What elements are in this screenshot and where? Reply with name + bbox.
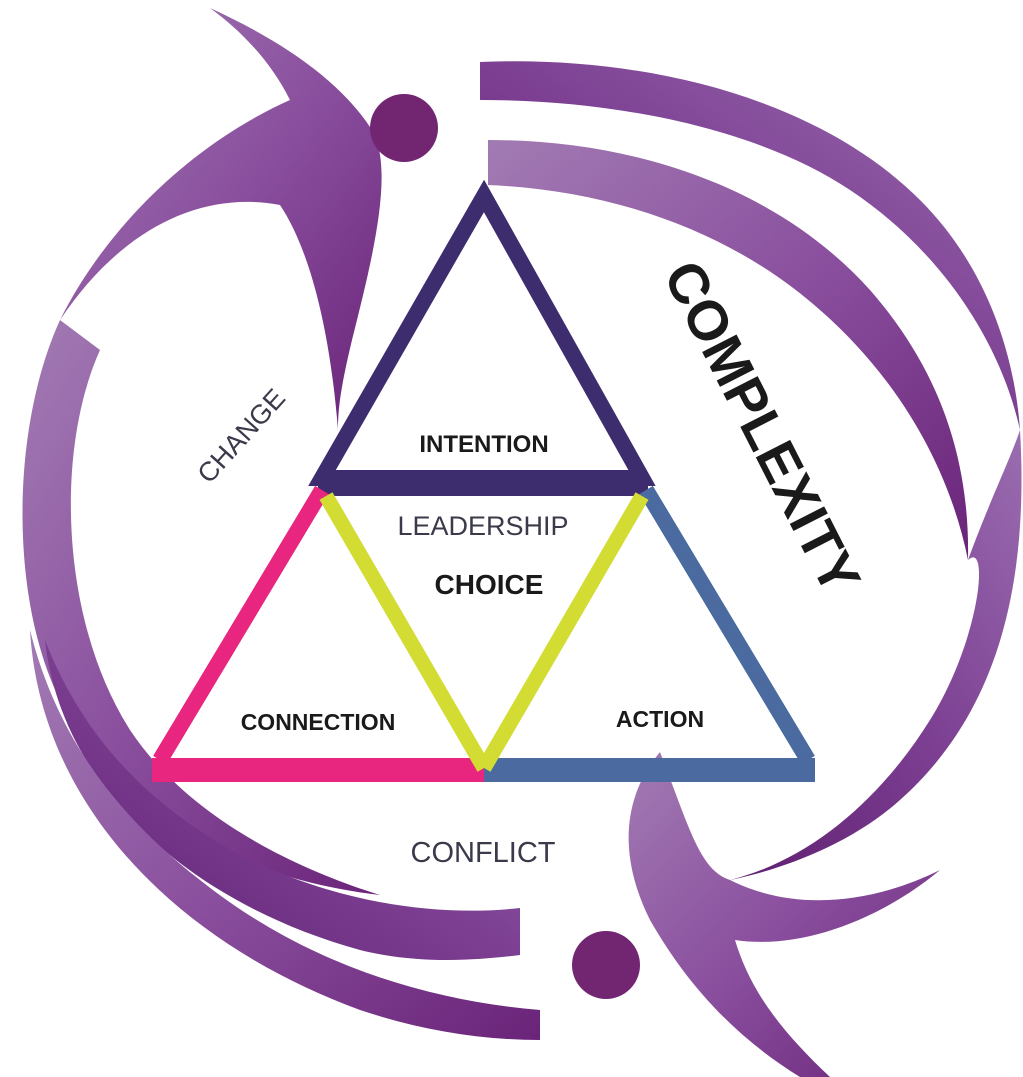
left-lower-arc	[45, 640, 520, 960]
change-label: CHANGE	[192, 383, 292, 489]
right-upper-arc-2	[488, 140, 969, 560]
left-figure-arm	[60, 8, 382, 430]
right-figure-body	[730, 430, 1022, 880]
upper-right-arcs	[480, 61, 1020, 560]
connection-left-edge	[153, 485, 329, 765]
action-label: ACTION	[616, 706, 704, 732]
leadership-left-edge	[319, 492, 491, 772]
left-bottom-arc	[30, 630, 540, 1040]
left-figure-head	[370, 94, 438, 162]
left-outer-arc	[22, 320, 380, 895]
action-right-edge	[639, 485, 815, 765]
right-figure-arm	[628, 752, 940, 1077]
lower-right-figure	[572, 430, 1022, 1077]
connection-label: CONNECTION	[241, 709, 396, 735]
leadership-right-edge	[477, 492, 649, 772]
upper-left-figure	[22, 8, 540, 1040]
choice-label: CHOICE	[435, 569, 544, 600]
action-base-bar	[484, 758, 815, 782]
right-upper-arc-1	[480, 61, 1020, 430]
connection-base-bar	[152, 758, 488, 782]
leadership-label: LEADERSHIP	[397, 511, 568, 541]
right-figure-head	[572, 931, 640, 999]
intention-base-bar	[318, 472, 648, 496]
triangle-frame	[152, 179, 815, 782]
conflict-label: CONFLICT	[411, 837, 556, 869]
intention-label: INTENTION	[419, 431, 548, 458]
